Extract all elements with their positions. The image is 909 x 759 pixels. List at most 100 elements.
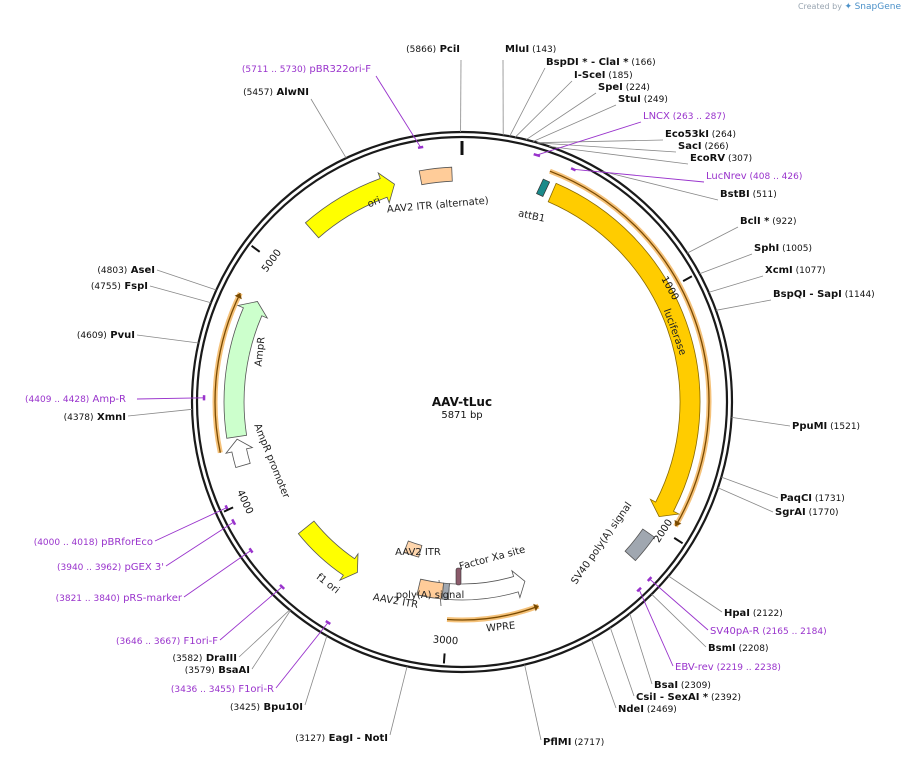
tick-label-2000: 2000 [652, 518, 675, 545]
primer-name: pRS-marker [120, 593, 183, 604]
site-label-eco53ki: Eco53kI (264) [665, 129, 736, 140]
site-name: BsmI [708, 643, 736, 654]
site-name: PflMI [543, 737, 571, 748]
site-line-fspi [149, 285, 212, 304]
primer-label-prs-marker: (3821 .. 3840) pRS-marker [56, 593, 183, 604]
primer-name: F1ori-F [180, 636, 218, 647]
site-pos: (2309) [678, 681, 711, 691]
site-label-ppumi: PpuMI (1521) [792, 421, 860, 432]
site-name: EcoRV [690, 153, 725, 164]
primer-name: pBRforEco [98, 537, 153, 548]
feature-luciferase-arrow [547, 182, 701, 518]
site-line-i-scei [514, 80, 573, 138]
feature-label-attb1: attB1 [517, 208, 546, 224]
site-pos: (3425) [230, 703, 260, 713]
site-name: PpuMI [792, 421, 827, 432]
primer-range: (4000 .. 4018) [34, 538, 98, 548]
site-line-bspdi-clai [509, 67, 546, 137]
site-name: BclI * [740, 216, 770, 227]
primer-name: Amp-R [89, 394, 126, 405]
site-label-hpai: HpaI (2122) [724, 608, 783, 619]
feature-polya-signal-box [441, 582, 450, 600]
site-pos: (2392) [708, 693, 741, 703]
site-line-stui [532, 104, 617, 142]
site-line-spei [525, 92, 597, 141]
site-pos: (3579) [185, 666, 215, 676]
primer-label-lucnrev: LucNrev (408 .. 426) [706, 171, 802, 182]
site-pos: (1077) [793, 266, 826, 276]
primer-line-ebv-rev [638, 589, 674, 667]
site-label-draiii: (3582) DraIII [172, 653, 237, 664]
site-pos: (4803) [97, 266, 127, 276]
ampr-track-arrowhead [234, 293, 242, 300]
primer-mark-prs-marker [248, 547, 254, 554]
site-label-stui: StuI (249) [618, 94, 668, 105]
feature-aav2-itr-alt-box [418, 166, 453, 186]
primer-label-pbrforeco: (4000 .. 4018) pBRforEco [34, 537, 153, 548]
site-label-bsaai: (3579) BsaAI [185, 665, 250, 676]
primer-label-amp-r: (4409 .. 4428) Amp-R [25, 394, 126, 405]
tick-label-3000: 3000 [432, 635, 458, 648]
site-pos: (143) [529, 45, 556, 55]
snapgene-branding: Created by ✦ SnapGene [798, 2, 901, 12]
branding-prefix: Created by [797, 2, 842, 11]
site-name: PaqCI [780, 493, 812, 504]
feature-factor-xa-box [455, 567, 462, 586]
primer-line-prs-marker [183, 550, 252, 598]
site-line-ndei [590, 638, 617, 709]
site-pos: (166) [629, 58, 656, 68]
tick-label-5000: 5000 [260, 247, 284, 274]
primer-range: (408 .. 426) [747, 172, 803, 182]
primer-line-amp-r [136, 397, 205, 400]
site-label-alwni: (5457) AlwNI [243, 87, 309, 98]
site-label-spei: SpeI (224) [598, 82, 650, 93]
primer-mark-f1ori-f [279, 583, 286, 590]
site-pos: (1521) [827, 422, 860, 432]
primer-line-pbrforeco [154, 507, 227, 542]
primer-mark-pgex-3 [231, 518, 237, 526]
primer-name: LucNrev [706, 171, 747, 182]
site-line-xmni [127, 408, 193, 417]
feature-sv40-polya-box [624, 528, 655, 562]
site-name: PvuI [107, 330, 135, 341]
site-name: StuI [618, 94, 641, 105]
site-label-bcli: BclI * (922) [740, 216, 796, 227]
site-pos: (1770) [806, 508, 839, 518]
site-name: BspDI * - ClaI * [546, 57, 629, 68]
site-line-sphi [699, 253, 753, 275]
primer-line-lncx [536, 121, 642, 156]
site-pos: (307) [725, 154, 752, 164]
site-label-sphi: SphI (1005) [754, 243, 812, 254]
primer-range: (3436 .. 3455) [171, 685, 235, 695]
feature-f1-ori-arrow [297, 520, 359, 582]
primer-label-ebv-rev: EBV-rev (2219 .. 2238) [675, 662, 781, 673]
primer-label-pbr322ori-f: (5711 .. 5730) pBR322ori-F [242, 64, 371, 75]
site-label-eagi-noti: (3127) EagI - NotI [295, 733, 388, 744]
tick-mark-1000 [682, 275, 693, 282]
primer-line-f1ori-r [275, 622, 329, 689]
site-pos: (2469) [644, 705, 677, 715]
site-line-bstbi [602, 171, 719, 201]
site-name: BspQI - SapI [773, 289, 842, 300]
site-label-pflmi: PflMI (2717) [543, 737, 604, 748]
tick-mark-3000 [442, 653, 446, 664]
primer-name: pBR322ori-F [306, 64, 371, 75]
site-name: NdeI [618, 704, 644, 715]
site-label-bsai: BsaI (2309) [654, 680, 711, 691]
site-line-bsaai [251, 610, 291, 670]
tick-label-4000: 4000 [234, 488, 255, 516]
site-pos: (1005) [779, 244, 812, 254]
site-pos: (185) [606, 71, 633, 81]
primer-line-pbr322ori-f [375, 75, 421, 148]
backbone-outer-ring [190, 130, 734, 674]
site-pos: (1144) [842, 290, 875, 300]
primer-range: (3646 .. 3667) [116, 637, 180, 647]
primer-name: SV40pA-R [710, 626, 759, 637]
primer-name: EBV-rev [675, 662, 714, 673]
primer-mark-f1ori-r [325, 620, 331, 625]
primer-name: LNCX [643, 111, 670, 122]
site-pos: (511) [750, 190, 777, 200]
site-label-csii-sexai: CsiI - SexAI * (2392) [636, 692, 741, 703]
primer-mark-ebv-rev [636, 586, 642, 593]
luciferase-track-arrowhead [674, 519, 682, 527]
